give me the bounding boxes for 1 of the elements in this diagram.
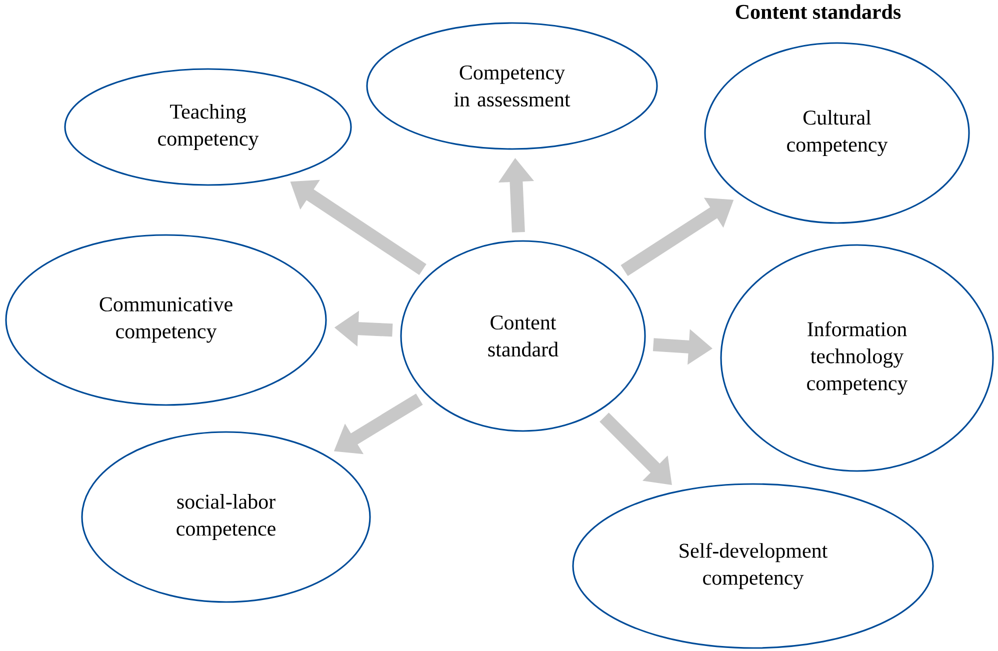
heading: Content standards (736, 4, 901, 19)
